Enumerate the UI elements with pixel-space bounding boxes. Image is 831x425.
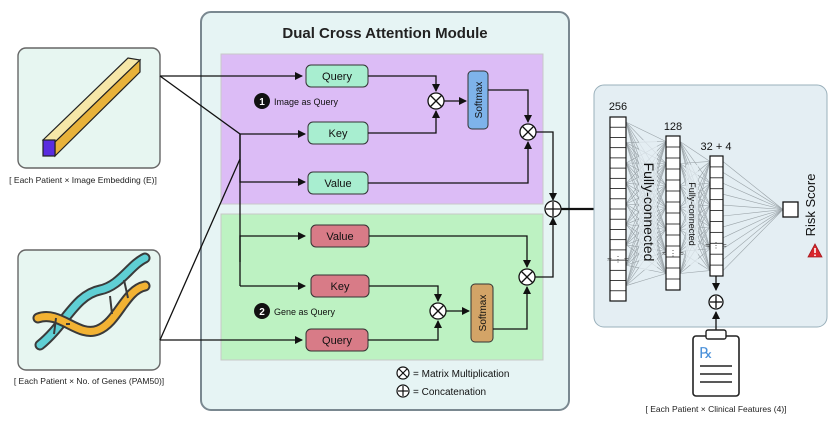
output-edge [722, 209, 784, 217]
dna-icon [32, 252, 151, 351]
network-edge [679, 270, 711, 274]
layer3-cells [710, 166, 723, 266]
bottom-branch-number: 2 [259, 307, 265, 318]
fc-label-1: Fully-connected [641, 163, 657, 262]
output-edge [722, 172, 784, 210]
warning-icon [807, 243, 823, 258]
bottom-value-label: Value [326, 231, 353, 243]
module-title: Dual Cross Attention Module [282, 25, 487, 42]
top-query-label: Query [322, 71, 352, 83]
risk-score-label: Risk Score [803, 174, 818, 237]
layer1-size: 256 [609, 101, 627, 113]
top-value-label: Value [324, 178, 351, 190]
layer3-ellipsis: ≈ ⋮ ≈ [705, 241, 727, 250]
layer2-cells [666, 146, 680, 280]
top-branch-badge [254, 93, 270, 109]
output-edge [722, 193, 784, 210]
image-query-panel [220, 53, 544, 205]
rx-symbol: ℞ [699, 345, 712, 362]
bottom-branch-label: Gene as Query [274, 307, 336, 317]
image-input-caption: [ Each Patient × Image Embedding (E)] [9, 175, 157, 185]
bottom-softmax-box [470, 283, 494, 343]
network-edge [679, 141, 711, 162]
top-softmax-box [467, 70, 489, 130]
concat-legend-text: = Concatenation [413, 387, 486, 398]
layer1-ellipsis: ≈ ⋮ ≈ [607, 255, 629, 264]
fc-label-backdrop-1 [639, 140, 657, 270]
bottom-key-label: Key [331, 281, 350, 293]
clinical-concat-operator [708, 294, 724, 310]
gene-input-caption: [ Each Patient × No. of Genes (PAM50)] [14, 376, 164, 386]
image-embedding-icon [41, 57, 142, 158]
top-matmul-2 [519, 123, 537, 141]
output-edge [722, 204, 784, 210]
layer2-size: 128 [664, 121, 682, 133]
layer3-size: 32 + 4 [701, 141, 732, 153]
matmul-legend-text: = Matrix Multiplication [413, 369, 509, 380]
fc-label-2: Fully-connected [687, 182, 697, 246]
output-edge [722, 209, 784, 228]
network-edge [625, 121, 667, 142]
output-edge [722, 209, 784, 271]
output-edge [722, 209, 784, 239]
network-edge [679, 161, 711, 164]
top-branch-number: 1 [259, 97, 265, 108]
layer1-cells [610, 126, 626, 292]
network-edge [625, 273, 667, 286]
concat-legend-symbol [396, 384, 410, 398]
layer2-ellipsis: ≈ ⋮ ≈ [662, 249, 684, 258]
risk-score-node [782, 201, 799, 218]
output-edge [722, 209, 784, 249]
matmul-legend-symbol [396, 366, 410, 380]
bottom-matmul-2 [518, 268, 536, 286]
bottom-query-label: Query [322, 335, 352, 347]
clinical-caption: [ Each Patient × Clinical Features (4)] [645, 404, 786, 414]
fc-label-backdrop-2 [686, 165, 698, 265]
output-edge [722, 161, 784, 210]
top-branch-label: Image as Query [274, 97, 339, 107]
concat-operator [544, 200, 562, 218]
bottom-matmul-1 [429, 302, 447, 320]
output-edge [722, 182, 784, 210]
bottom-branch-arrows [368, 217, 557, 341]
top-softmax-label: Softmax [474, 82, 485, 119]
top-matmul-1 [427, 92, 445, 110]
top-branch-arrows [368, 75, 557, 201]
clipboard-icon [692, 329, 740, 397]
bottom-softmax-label: Softmax [478, 295, 489, 332]
top-key-label: Key [329, 128, 348, 140]
output-edge [722, 209, 784, 260]
layer3-column [709, 155, 724, 277]
bottom-branch-badge [254, 303, 270, 319]
input-connections [159, 72, 306, 344]
